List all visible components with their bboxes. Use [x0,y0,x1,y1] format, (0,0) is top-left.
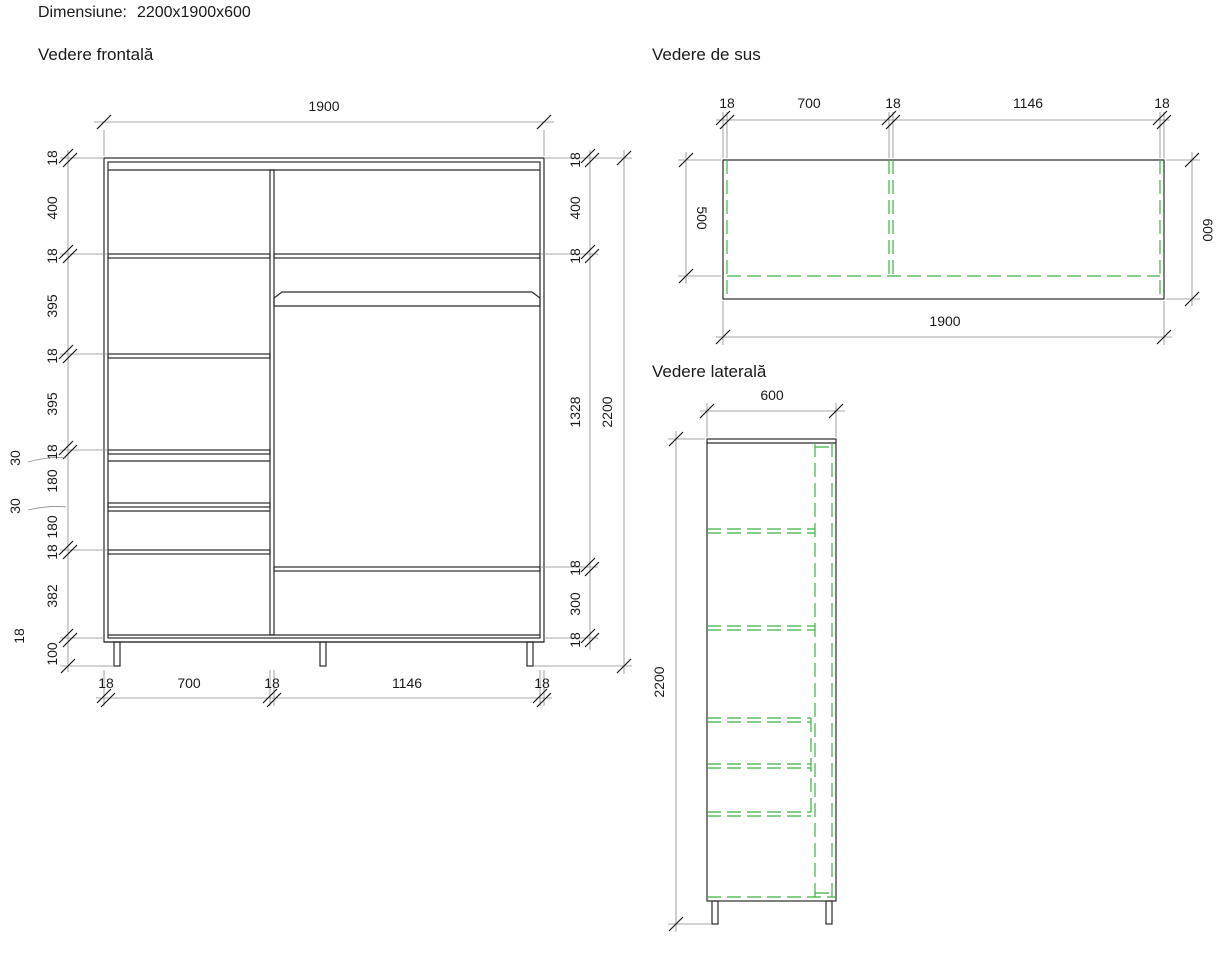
top-dim-4: 1146 [1013,95,1043,111]
right-dim-inner: 1328 [567,396,583,427]
front-right-dimensions: 18 400 18 1328 18 300 18 2200 [533,148,632,674]
left-dim-12: 18 [11,628,27,644]
left-dim-11: 382 [44,584,60,608]
left-dim-4: 395 [44,294,60,318]
right-dim-3: 18 [567,248,583,264]
right-dim-2: 400 [567,196,583,220]
bottom-dim-4: 1146 [392,675,422,691]
side-view-title: Vedere laterală [652,362,767,381]
front-view-title: Vedere frontală [38,45,154,64]
left-shelves [107,253,271,555]
top-dim-1: 18 [719,95,735,111]
side-width-dimension: 600 [699,387,845,437]
bottom-dim-5: 18 [534,675,550,691]
top-depth-dimensions: 500 600 [678,152,1216,307]
top-hidden-lines [726,160,1161,299]
left-gap-2: 30 [7,498,23,514]
left-dim-6: 395 [44,392,60,416]
center-divider [269,169,275,636]
top-view: 18 700 18 1146 18 500 600 1900 [678,95,1216,345]
top-left-depth-label: 500 [694,206,710,230]
bottom-dim-1: 18 [98,675,114,691]
top-right-depth-label: 600 [1200,218,1216,242]
wardrobe-carcass [103,157,545,643]
side-outline [706,438,837,925]
left-dim-3: 18 [44,248,60,264]
dimension-label: Dimensiune: [38,4,127,21]
right-dim-6: 18 [567,632,583,648]
feet [113,641,534,667]
front-left-dimensions: 18 400 18 395 18 395 18 180 180 18 382 1… [7,148,114,674]
top-outline [722,159,1165,300]
left-dim-7: 18 [44,444,60,460]
top-dim-5: 18 [1154,95,1170,111]
left-dim-1: 18 [44,150,60,166]
right-compartment [273,253,541,572]
top-top-dimensions: 18 700 18 1146 18 [715,95,1172,158]
side-height-label: 2200 [651,666,667,697]
right-dim-4: 18 [567,560,583,576]
front-bottom-dimensions: 18 700 18 1146 18 [96,670,552,708]
top-view-title: Vedere de sus [652,45,761,64]
top-bottom-width-label: 1900 [929,313,960,329]
left-gap-1: 30 [7,450,23,466]
left-dim-5: 18 [44,348,60,364]
front-width-label: 1900 [308,98,339,114]
dimension-header: Dimensiune: 2200x1900x600 [38,4,251,22]
right-dim-total: 2200 [599,396,615,427]
top-bottom-dimension: 1900 [715,301,1172,345]
bottom-dim-2: 700 [177,675,201,691]
right-dim-1: 18 [567,152,583,168]
top-dim-2: 700 [797,95,821,111]
side-hidden-lines [707,443,836,898]
left-dim-10: 18 [44,544,60,560]
front-view: 1900 18 400 18 395 18 395 18 180 [7,98,632,708]
right-dim-5: 300 [567,592,583,616]
left-dim-13: 100 [44,642,60,666]
dimension-value: 2200x1900x600 [136,4,251,21]
top-dim-3: 18 [885,95,901,111]
side-height-dimension: 2200 [651,431,712,932]
front-width-dimension: 1900 [94,98,554,156]
left-dim-2: 400 [44,196,60,220]
side-view: 600 2200 [651,387,845,932]
left-dim-8: 180 [44,469,60,493]
left-dim-9: 180 [44,515,60,539]
side-width-label: 600 [760,387,784,403]
bottom-dim-3: 18 [264,675,280,691]
